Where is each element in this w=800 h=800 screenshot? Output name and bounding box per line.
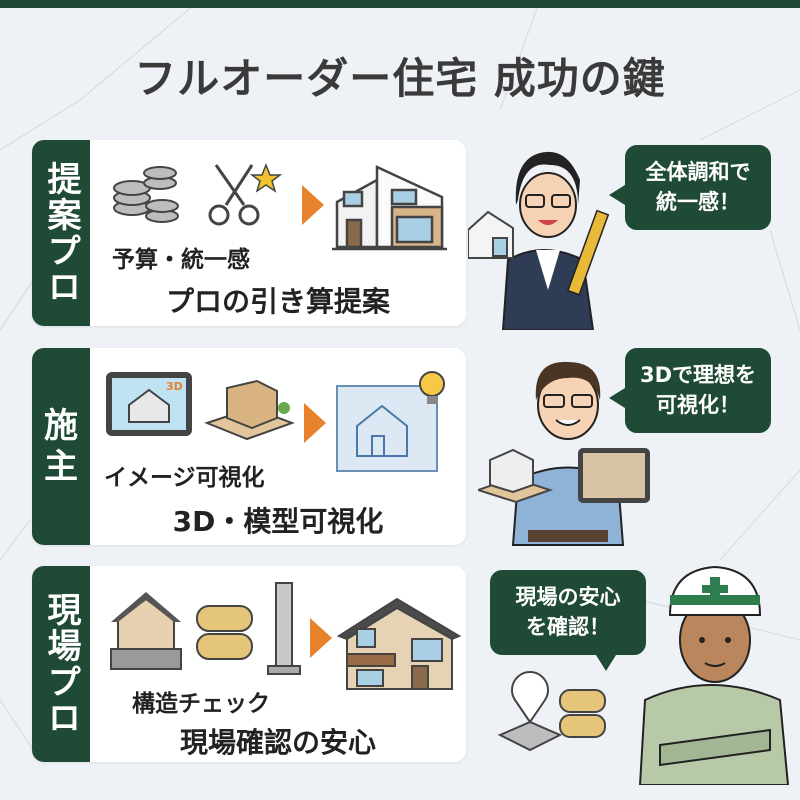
speech-bubble: 3Dで理想を 可視化！ xyxy=(609,348,771,433)
page-title: フルオーダー住宅 成功の鍵 xyxy=(134,54,666,103)
label-char: 主 xyxy=(44,446,78,487)
arrow-icon xyxy=(304,403,326,443)
section-label: 施 主 xyxy=(32,348,90,545)
construction-worker-character xyxy=(638,565,790,785)
section-card-proposal: 提案プロ 予算・統一感 プロの引き算提案 xyxy=(32,140,466,326)
bubble-line: を確認！ xyxy=(526,615,610,640)
coins-icon xyxy=(113,166,179,223)
section-label-text: 現場プロ xyxy=(41,592,81,736)
bubble-line: 全体調和で xyxy=(645,160,751,184)
arrow-icon xyxy=(302,185,324,225)
section-label: 提案プロ xyxy=(32,140,90,326)
bubble-line: 統一感！ xyxy=(656,190,740,215)
house-model-icon xyxy=(204,379,295,441)
man-with-tablet-character xyxy=(478,361,650,546)
steel-column-icon xyxy=(267,582,301,675)
tablet-badge: 3D xyxy=(166,380,183,393)
tablet-3d-icon: 3D xyxy=(106,372,192,436)
top-bar xyxy=(0,0,800,8)
bubble-line: 現場の安心 xyxy=(515,585,621,609)
scissors-star-icon xyxy=(208,162,283,226)
section-subtitle: 予算・統一感 xyxy=(112,247,250,273)
speech-bubble: 現場の安心 を確認！ xyxy=(490,570,646,671)
insulation-roll-icon xyxy=(196,605,253,660)
house-icon xyxy=(337,597,462,690)
section-subtitle: 構造チェック xyxy=(132,691,270,717)
inspection-icons xyxy=(497,671,606,752)
section-label: 現場プロ xyxy=(32,566,90,762)
section-card-owner: 施 主 3D イメージ可視化 3D・模型可視化 xyxy=(32,348,466,545)
label-char: 施 xyxy=(44,405,78,446)
bubble-line: 3Dで理想を xyxy=(639,363,757,387)
section-card-site: 現場プロ 構造チェック 現場確認の安心 xyxy=(32,566,466,762)
section-main-text: 3D・模型可視化 xyxy=(172,505,384,538)
arrow-icon xyxy=(310,618,332,658)
blueprint-lightbulb-icon xyxy=(336,371,445,472)
bubble-line: 可視化！ xyxy=(656,393,740,418)
section-main-text: 現場確認の安心 xyxy=(179,726,376,759)
speech-bubble: 全体調和で 統一感！ xyxy=(609,145,771,230)
section-label-text: 提案プロ xyxy=(41,161,81,305)
house-icon xyxy=(332,165,447,251)
section-subtitle: イメージ可視化 xyxy=(104,465,265,491)
foundation-house-icon xyxy=(110,592,182,670)
section-main-text: プロの引き算提案 xyxy=(165,285,390,318)
woman-in-suit-character xyxy=(468,151,610,330)
